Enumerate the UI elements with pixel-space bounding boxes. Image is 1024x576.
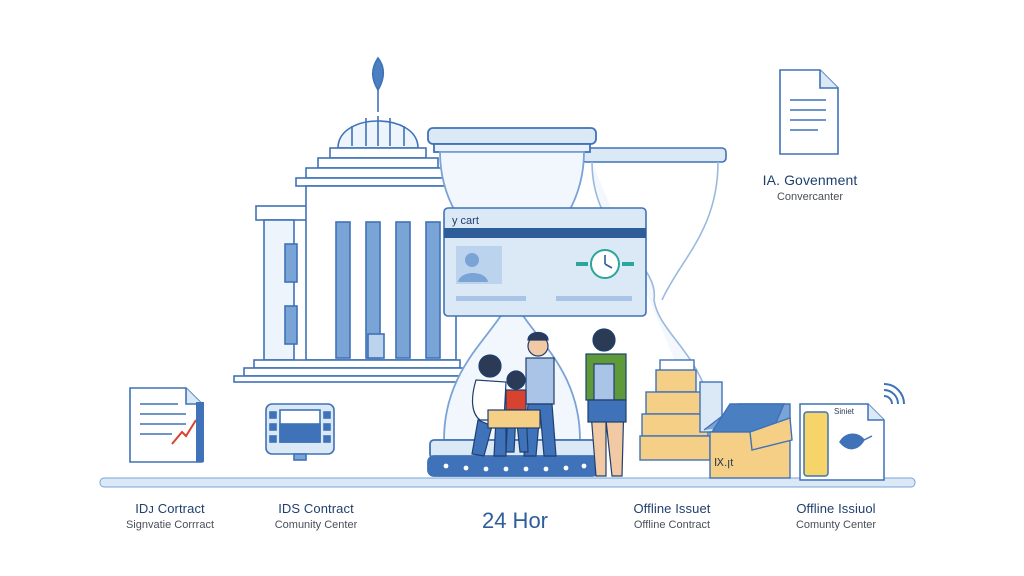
bottom-label-4-subtitle: Comunty Center (795, 519, 877, 531)
id-card-icon (443, 207, 647, 317)
bottom-label-2-title: IDS Contract (278, 501, 354, 516)
card-title: y cart (452, 215, 479, 227)
stacked-boxes-icon (639, 359, 723, 461)
top-right-subtitle: Convercanter (776, 191, 844, 203)
wifi-signal-icon (883, 383, 905, 405)
bottom-label-4: Offline Issiuol Comunty Center (766, 501, 906, 531)
bottom-label-3-subtitle: Offline Contract (633, 519, 711, 531)
kiosk-monitor-icon (265, 403, 335, 461)
bottom-label-3-title: Offline Issuet (633, 501, 711, 516)
ground-line (99, 477, 916, 488)
top-right-label: IA. Govenment Convercanter (740, 172, 880, 203)
document-icon (779, 69, 839, 155)
bottom-label-1-subtitle: Signvatie Corrract (125, 519, 215, 531)
bottom-label-3: Offline Issuet Offline Contract (602, 501, 742, 531)
bottom-label-4-title: Offline Issiuol (796, 501, 876, 516)
bottom-label-1-title: IDᴊ Cortract (135, 501, 205, 516)
clock-icon (590, 249, 620, 279)
top-right-title: IA. Govenment (762, 172, 858, 188)
bottom-label-2-subtitle: Comunity Center (274, 519, 358, 531)
capitol-building-icon (233, 56, 481, 383)
box-tag: Ⅸ.ꞁt (714, 457, 733, 469)
bottom-label-2: IDS Contract Comunity Center (246, 501, 386, 531)
center-label: 24 Hor (481, 508, 549, 533)
family-figures (471, 328, 627, 477)
open-box-icon (703, 403, 793, 479)
document-tag: Siniet (834, 407, 855, 416)
bottom-label-1: IDᴊ Cortract Signvatie Corrract (100, 501, 240, 531)
contract-document-icon (129, 387, 204, 463)
bird-document-icon (799, 403, 885, 481)
